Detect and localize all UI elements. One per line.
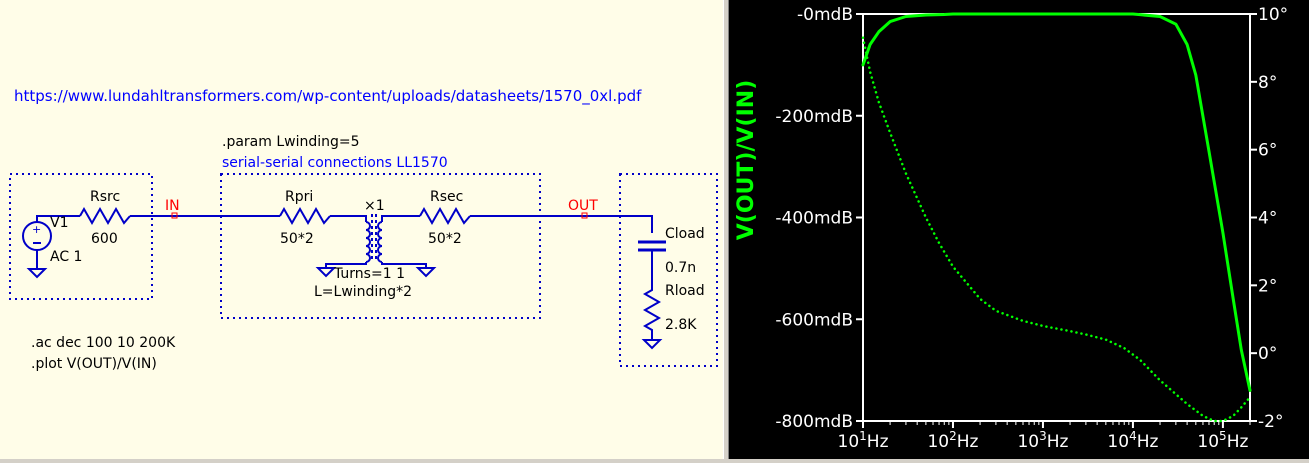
rpri-value: 50*2 <box>280 231 314 247</box>
plot-traces <box>861 12 1252 423</box>
capacitor-cload[interactable] <box>638 240 666 252</box>
url-comment[interactable]: https://www.lundahltransformers.com/wp-c… <box>14 87 642 106</box>
pane-splitter[interactable] <box>723 0 729 459</box>
resistor-rsec[interactable] <box>419 206 471 226</box>
right-tick-label: 2° <box>1258 276 1277 296</box>
param-directive[interactable]: .param Lwinding=5 <box>222 134 360 150</box>
left-tick-label: -200mdB <box>775 107 853 127</box>
resistor-rload[interactable] <box>642 284 662 340</box>
right-tick-label: 6° <box>1258 141 1277 161</box>
source-group-box <box>9 173 153 300</box>
svg-text:+: + <box>32 223 41 236</box>
waveform-canvas[interactable]: V(OUT)/V(IN) -0mdB-200mdB-400mdB-600mdB-… <box>729 0 1309 459</box>
transformer-ratio: ×1 <box>364 198 385 214</box>
right-tick-label: 4° <box>1258 209 1277 229</box>
left-tick-label: -800mdB <box>775 412 853 432</box>
resistor-rsrc[interactable] <box>79 206 131 226</box>
transformer-turns: Turns=1 1 <box>333 266 405 282</box>
resistor-rpri[interactable] <box>279 206 331 226</box>
ac-directive[interactable]: .ac dec 100 10 200K <box>31 335 176 351</box>
rload-name: Rload <box>665 283 705 299</box>
plot-frame <box>862 13 1251 422</box>
transformer-symbol[interactable] <box>315 214 437 278</box>
x-tick-label: 103Hz <box>1017 429 1068 452</box>
net-junction-out <box>581 212 588 219</box>
transformer-group-box <box>220 173 541 319</box>
schematic-pane[interactable]: https://www.lundahltransformers.com/wp-c… <box>0 0 723 459</box>
left-tick-label: -0mdB <box>797 5 853 25</box>
waveform-pane[interactable]: V(OUT)/V(IN) -0mdB-200mdB-400mdB-600mdB-… <box>729 0 1309 459</box>
right-tick-label: 0° <box>1258 344 1277 364</box>
plot-directive[interactable]: .plot V(OUT)/V(IN) <box>31 356 157 372</box>
rsrc-name: Rsrc <box>90 189 120 205</box>
x-tick-label: 101Hz <box>838 429 889 452</box>
load-group-box <box>619 173 718 367</box>
cload-name: Cload <box>665 226 705 242</box>
rsec-value: 50*2 <box>428 231 462 247</box>
rload-value: 2.8K <box>665 317 697 333</box>
rpri-name: Rpri <box>285 189 313 205</box>
x-tick-label: 104Hz <box>1107 429 1158 452</box>
left-tick-label: -400mdB <box>775 209 853 229</box>
rsrc-value: 600 <box>91 231 118 247</box>
plot-axes: -0mdB -200mdB -400mdB -600mdB -800mdB 10° 8° 6°… <box>775 5 1288 452</box>
connection-comment[interactable]: serial-serial connections LL1570 <box>222 155 448 171</box>
magnitude-trace <box>861 12 1252 392</box>
cload-value: 0.7n <box>665 260 696 276</box>
right-tick-label: -2° <box>1258 412 1283 432</box>
net-junction-in <box>171 212 178 219</box>
net-label-in[interactable]: IN <box>165 198 180 214</box>
source-name: V1 <box>50 215 68 231</box>
right-tick-label: 8° <box>1258 73 1277 93</box>
left-tick-label: -600mdB <box>775 310 853 330</box>
net-label-out[interactable]: OUT <box>568 198 598 214</box>
trace-label[interactable]: V(OUT)/V(IN) <box>734 80 759 240</box>
x-tick-label: 105Hz <box>1197 429 1248 452</box>
x-tick-label: 102Hz <box>927 429 978 452</box>
right-tick-label: 10° <box>1258 5 1288 25</box>
voltage-source-v1[interactable]: + <box>22 221 52 278</box>
rsec-name: Rsec <box>430 189 463 205</box>
ground-symbol <box>643 333 661 349</box>
transformer-inductance: L=Lwinding*2 <box>314 284 412 300</box>
phase-trace <box>861 36 1252 423</box>
schematic-canvas[interactable]: https://www.lundahltransformers.com/wp-c… <box>0 0 723 459</box>
source-value: AC 1 <box>50 249 82 265</box>
wires <box>36 215 653 284</box>
